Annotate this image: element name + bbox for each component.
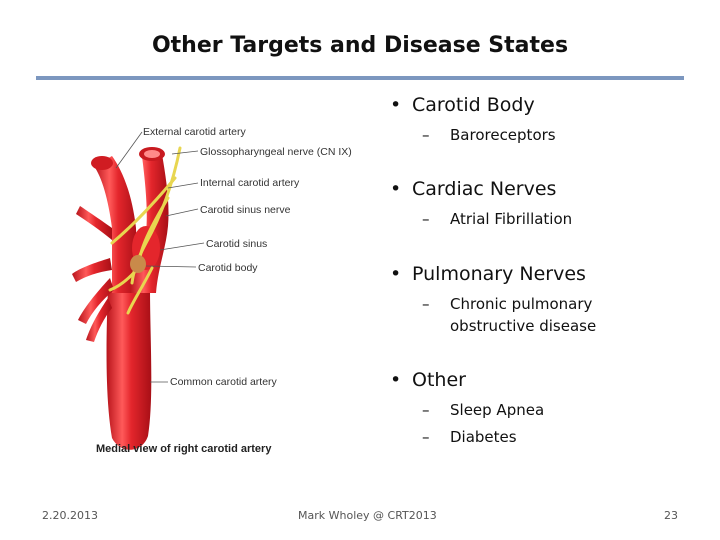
sub-bullet-item: –Atrial Fibrillation bbox=[422, 210, 573, 228]
label-common-carotid: Common carotid artery bbox=[170, 376, 278, 388]
bullet-item: •Other bbox=[390, 369, 466, 391]
label-carotid-sinus: Carotid sinus bbox=[206, 238, 267, 250]
footer-date: 2.20.2013 bbox=[42, 509, 98, 522]
carotid-artery-illustration: External carotid artery Glossopharyngeal… bbox=[50, 118, 375, 470]
carotid-artery-drawing: External carotid artery Glossopharyngeal… bbox=[72, 126, 352, 455]
page-number: 23 bbox=[664, 509, 678, 522]
figure-caption: Medial view of right carotid artery bbox=[96, 443, 272, 455]
bullet-item: •Cardiac Nerves bbox=[390, 178, 557, 200]
footer-author: Mark Wholey @ CRT2013 bbox=[298, 509, 437, 522]
sub-bullet-item: –Sleep Apnea bbox=[422, 401, 545, 419]
common-carotid-artery-shape bbox=[106, 288, 152, 450]
sub-bullet-item: –Diabetes bbox=[422, 428, 517, 446]
external-carotid-artery-shape bbox=[94, 156, 138, 293]
label-glossopharyngeal: Glossopharyngeal nerve (CN IX) bbox=[200, 146, 352, 158]
bullet-item: •Carotid Body bbox=[390, 94, 535, 116]
sub-bullet-item: –Chronic pulmonary obstructive disease bbox=[422, 295, 597, 335]
bullet-item: •Pulmonary Nerves bbox=[390, 263, 586, 285]
slide-title: Other Targets and Disease States bbox=[151, 33, 569, 58]
title-divider bbox=[36, 76, 684, 80]
carotid-body-shape bbox=[130, 255, 146, 273]
label-internal-carotid: Internal carotid artery bbox=[200, 177, 300, 189]
sub-bullet-item: –Baroreceptors bbox=[422, 126, 556, 144]
label-carotid-body: Carotid body bbox=[198, 262, 258, 274]
label-carotid-sinus-nerve: Carotid sinus nerve bbox=[200, 204, 291, 216]
label-external-carotid: External carotid artery bbox=[143, 126, 246, 138]
